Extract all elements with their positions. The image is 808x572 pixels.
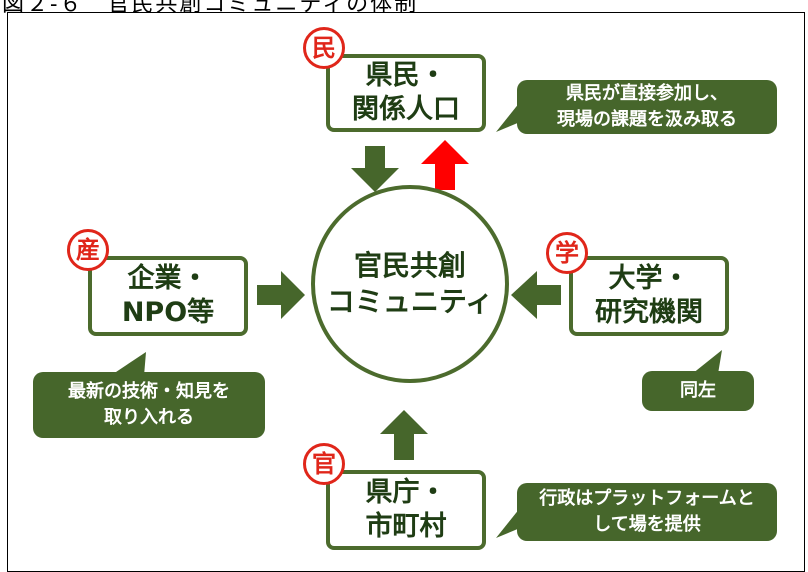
bubble-top-tail	[496, 102, 520, 132]
node-government-line1: 県庁・	[365, 477, 447, 508]
bubble-bottom-line2: して場を提供	[593, 514, 701, 535]
figure-title: 図２-６ 官民共創コミュニティの体制	[2, 0, 419, 14]
node-residents: 県民・ 関係人口	[326, 54, 486, 132]
bubble-left-tail	[110, 352, 146, 376]
node-companies: 企業・ NPO等	[88, 256, 248, 336]
bubble-left: 最新の技術・知見を 取り入れる	[33, 372, 265, 438]
node-companies-line2: NPO等	[121, 297, 215, 328]
node-universities-line2: 研究機関	[595, 297, 703, 328]
node-government-line2: 市町村	[365, 511, 447, 542]
badge-kan: 官	[303, 443, 345, 485]
bubble-top: 県民が直接参加し、 現場の課題を汲み取る	[517, 80, 777, 134]
bubble-left-line1: 最新の技術・知見を	[68, 381, 230, 402]
arrow-up-to-center	[380, 410, 428, 460]
bubble-right: 同左	[642, 371, 754, 411]
node-government: 県庁・ 市町村	[326, 470, 486, 550]
center-label-line1: 官民共創	[353, 249, 466, 282]
bubble-right-tail	[692, 350, 722, 374]
bubble-right-text: 同左	[680, 380, 716, 401]
node-companies-line1: 企業・	[127, 263, 209, 294]
arrow-up-from-center-red	[421, 140, 469, 190]
center-label-line2: コミュニティ	[326, 285, 494, 318]
badge-gaku: 学	[546, 232, 588, 274]
arrow-right-to-center	[257, 271, 305, 319]
badge-min: 民	[303, 27, 345, 69]
bubble-left-line2: 取り入れる	[104, 407, 194, 428]
bubble-bottom: 行政はプラットフォームと して場を提供	[517, 483, 777, 541]
bubble-bottom-line1: 行政はプラットフォームと	[539, 488, 755, 509]
badge-san: 産	[67, 229, 109, 271]
bubble-top-line1: 県民が直接参加し、	[566, 83, 728, 104]
node-universities: 大学・ 研究機関	[569, 256, 729, 336]
node-residents-line1: 県民・	[365, 60, 447, 91]
node-residents-line2: 関係人口	[352, 94, 460, 125]
arrow-left-to-center	[511, 271, 561, 319]
bubble-top-line2: 現場の課題を汲み取る	[557, 109, 737, 130]
center-circle: 官民共創 コミュニティ	[311, 185, 509, 383]
arrow-down-to-center	[351, 146, 399, 192]
bubble-bottom-tail	[496, 508, 520, 538]
node-universities-line1: 大学・	[608, 263, 690, 294]
